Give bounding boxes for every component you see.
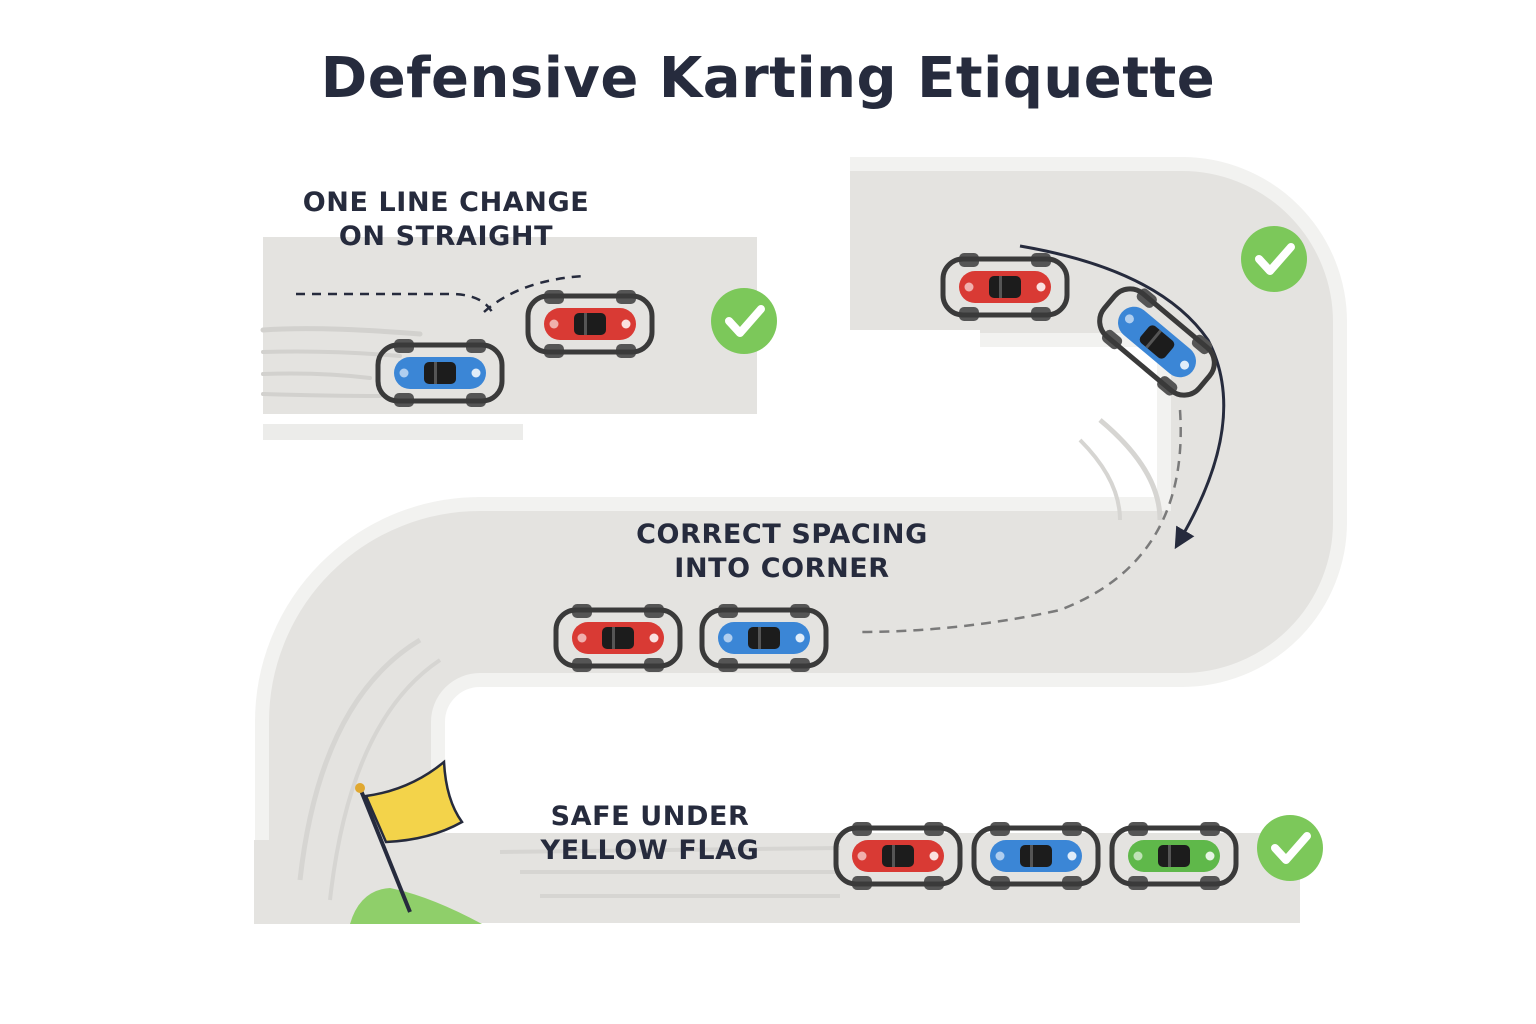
label-yellow-flag: SAFE UNDER YELLOW FLAG: [500, 800, 800, 868]
label-line: SAFE UNDER: [550, 801, 750, 832]
label-line: ON STRAIGHT: [338, 221, 554, 252]
direction-arrow: [1019, 244, 1226, 550]
label-one-line-change: ONE LINE CHANGE ON STRAIGHT: [266, 186, 626, 254]
s-track: [254, 157, 1347, 924]
yellow-flag-icon: [350, 759, 482, 924]
line-change-dashed-path: [296, 274, 585, 313]
check-icon: [1257, 815, 1323, 881]
check-icon: [711, 288, 777, 354]
label-line: ONE LINE CHANGE: [302, 187, 590, 218]
label-line: CORRECT SPACING: [636, 519, 928, 550]
check-icon: [1241, 226, 1307, 292]
label-correct-spacing: CORRECT SPACING INTO CORNER: [602, 518, 962, 586]
straight-track-panel: [260, 237, 757, 440]
label-line: YELLOW FLAG: [540, 835, 760, 866]
label-line: INTO CORNER: [674, 553, 890, 584]
page-title: Defensive Karting Etiquette: [320, 46, 1216, 111]
